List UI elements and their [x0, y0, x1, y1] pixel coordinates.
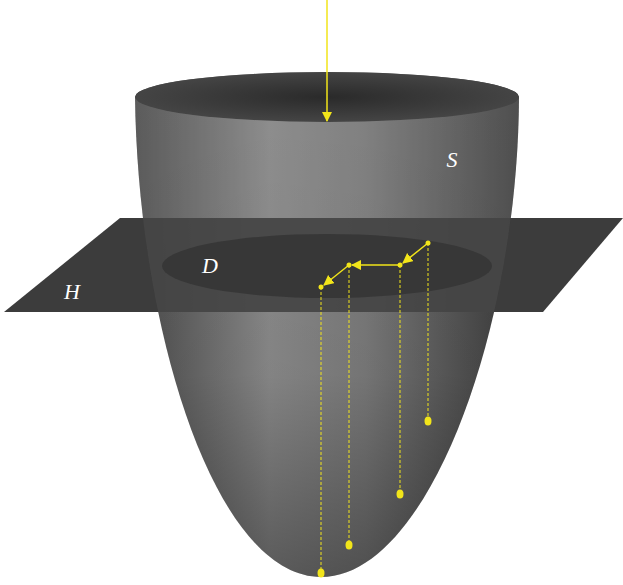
- region-label: D: [202, 255, 218, 277]
- surface-dots: [318, 417, 432, 578]
- paraboloid-shade: [135, 72, 519, 577]
- walk-dots: [319, 241, 431, 290]
- paraboloid-surface: [135, 72, 519, 577]
- walk-path: [324, 243, 428, 285]
- drop-lines: [321, 243, 428, 572]
- surface-label: S: [447, 149, 458, 171]
- paraboloid-front: [135, 97, 519, 577]
- plane-label: H: [64, 281, 80, 303]
- incoming-arrow: [326, 0, 328, 121]
